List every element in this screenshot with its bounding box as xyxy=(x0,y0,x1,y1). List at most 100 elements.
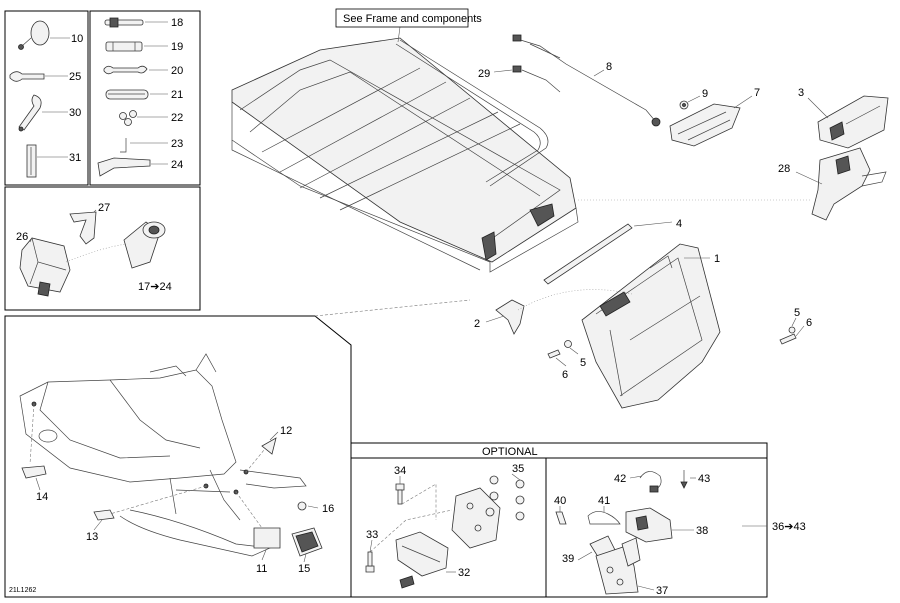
callout-24: 24 xyxy=(171,159,183,171)
wrench-part xyxy=(9,71,45,82)
reflector-13-part xyxy=(93,509,115,521)
fuse-part xyxy=(105,41,143,52)
callout-38: 38 xyxy=(696,525,708,537)
callout-7: 7 xyxy=(754,87,760,99)
leader-26 xyxy=(29,237,33,243)
washers-part xyxy=(119,110,137,126)
bag-connector xyxy=(65,243,127,263)
leader-14 xyxy=(35,477,41,491)
callout-5b: 5 xyxy=(794,307,800,319)
washers-35-part xyxy=(485,475,525,521)
mirror-part xyxy=(18,20,50,50)
handle-bar-part xyxy=(26,144,37,178)
strap-part xyxy=(69,211,97,245)
callout-5a: 5 xyxy=(580,357,586,369)
plate-11-part xyxy=(253,527,281,549)
nut-9-part xyxy=(679,100,689,110)
callout-29: 29 xyxy=(478,68,490,80)
open-wrench-part xyxy=(103,65,148,75)
leader-6b xyxy=(795,325,805,337)
callout-2: 2 xyxy=(474,318,480,330)
callout-12: 12 xyxy=(280,425,292,437)
spark-plug-strap-part xyxy=(105,89,149,100)
leader-15 xyxy=(303,553,307,563)
reflector-14-part xyxy=(21,465,47,479)
callout-33: 33 xyxy=(366,529,378,541)
callout-30: 30 xyxy=(69,107,81,119)
plate-part-optional xyxy=(451,487,501,549)
callout-43: 43 xyxy=(698,473,710,485)
plate-holder-15-part xyxy=(291,527,323,557)
bolt-34-part xyxy=(395,483,405,505)
clip-41-part xyxy=(587,511,621,525)
reflector-12-part xyxy=(261,437,277,455)
callout-23: 23 xyxy=(171,138,183,150)
callout-9: 9 xyxy=(702,88,708,100)
nut-16-part xyxy=(297,501,307,511)
cable-29-part xyxy=(512,65,561,93)
callout-19: 19 xyxy=(171,41,183,53)
leader-2 xyxy=(485,315,505,323)
pin-40-part xyxy=(555,511,567,525)
bolt-washer-right-part xyxy=(779,326,797,345)
callout-26: 26 xyxy=(16,231,28,243)
panel-optional xyxy=(350,442,768,598)
screwdriver-part xyxy=(104,17,144,28)
panel-connector-line xyxy=(314,299,471,317)
panel-mirror-tools xyxy=(4,10,89,186)
leader-35 xyxy=(511,473,521,481)
leader-12 xyxy=(269,431,279,441)
callout-8: 8 xyxy=(606,61,612,73)
callout-39: 39 xyxy=(562,553,574,565)
bolt-33-part xyxy=(365,551,375,573)
bolt-washer-left-part xyxy=(547,340,572,359)
tool-roll-part xyxy=(123,221,166,269)
callout-37: 37 xyxy=(656,585,668,597)
tool-bag-part xyxy=(19,237,71,297)
callout-11: 11 xyxy=(256,563,267,575)
leader-42 xyxy=(629,475,643,479)
leader-16 xyxy=(307,505,319,509)
bracket-38-part xyxy=(625,507,673,543)
leader-27 xyxy=(93,209,97,213)
callout-27: 27 xyxy=(98,202,110,214)
taillight-part xyxy=(651,103,741,147)
storage-box-part xyxy=(581,243,721,409)
panel-tool-kit xyxy=(89,10,201,186)
callout-20: 20 xyxy=(171,65,183,77)
callout-3: 3 xyxy=(798,87,804,99)
leader-28 xyxy=(795,171,823,185)
kit-range-label: 17➔24 xyxy=(138,281,172,293)
callout-40: 40 xyxy=(554,495,566,507)
puller-part xyxy=(97,157,151,177)
callout-28: 28 xyxy=(778,163,790,175)
callout-25: 25 xyxy=(69,71,81,83)
callout-21: 21 xyxy=(171,89,183,101)
leader-6a xyxy=(555,357,567,367)
frame-note-box xyxy=(335,8,469,28)
optional-guide-b xyxy=(369,509,453,553)
leader-4 xyxy=(633,221,673,227)
callout-10: 10 xyxy=(71,33,83,45)
leader-29 xyxy=(493,69,513,73)
reflector-strip-part xyxy=(543,223,633,285)
callout-4: 4 xyxy=(676,218,682,230)
arrow-43-part xyxy=(680,470,688,489)
leader-13 xyxy=(93,519,103,531)
cable-8-part xyxy=(512,34,657,123)
hex-key-part xyxy=(120,138,127,153)
optional-guide-a xyxy=(401,483,437,520)
bracket-3-part xyxy=(817,95,889,149)
optional-range-label: 36➔43 xyxy=(772,521,806,533)
leader-37 xyxy=(637,585,655,591)
callout-14: 14 xyxy=(36,491,48,503)
rack-frame xyxy=(231,37,579,273)
callout-22: 22 xyxy=(171,112,183,124)
leader-8 xyxy=(593,69,605,77)
leader-frame-note xyxy=(397,26,401,43)
leader-33 xyxy=(369,539,373,553)
callout-1: 1 xyxy=(714,253,720,265)
frame-note-text: See Frame and components xyxy=(343,13,482,25)
panel-snowmobile xyxy=(4,315,352,598)
